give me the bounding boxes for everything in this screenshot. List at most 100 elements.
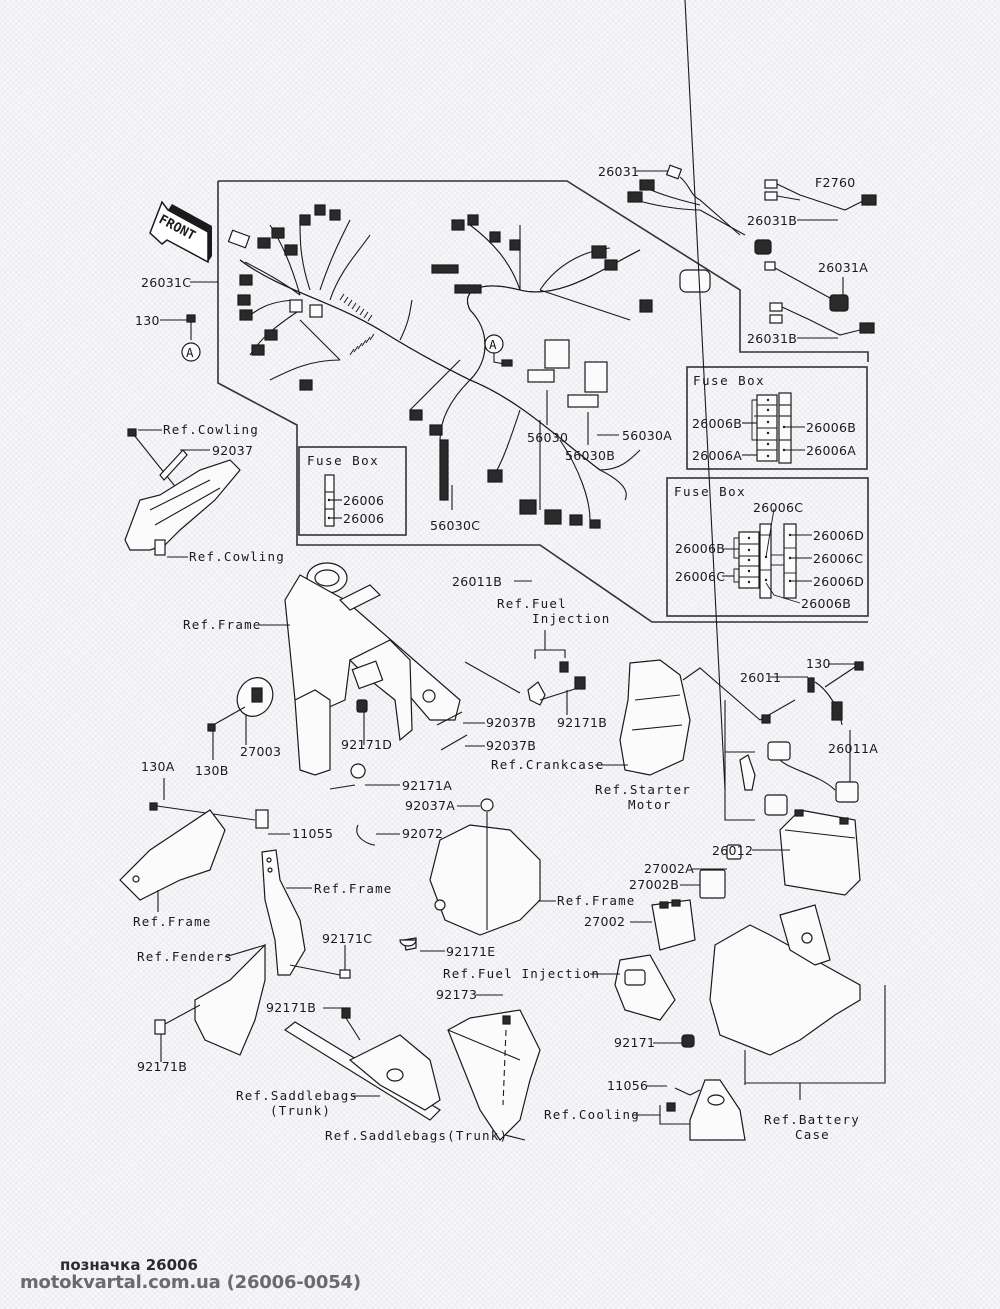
label-92037A: 92037A bbox=[405, 798, 455, 813]
label-26031B: 26031B bbox=[747, 213, 797, 228]
fuse-box-1-item: 26006 bbox=[343, 511, 384, 526]
harness-connectors bbox=[227, 204, 711, 529]
label-56030: 56030 bbox=[527, 430, 568, 445]
saddlebag-bracket bbox=[283, 1007, 441, 1121]
ref-crankcase: Ref.Crankcase bbox=[491, 757, 604, 772]
callout-marker-a-harness: A bbox=[484, 334, 513, 367]
ref-cowling: Ref.Cowling bbox=[189, 549, 285, 564]
label-26031C: 26031C bbox=[141, 275, 191, 290]
fuse-box-2-right-label: 26006B bbox=[806, 420, 856, 435]
label-56030A: 56030A bbox=[622, 428, 672, 443]
ref-frame: Ref.Frame bbox=[557, 893, 636, 908]
ref-saddlebags: (Trunk) bbox=[270, 1103, 331, 1118]
label-11055: 11055 bbox=[292, 826, 333, 841]
fuel-injection-holder bbox=[614, 954, 676, 1021]
fuse-box-2: Fuse Box 26006B 26006A 26006B 26006A bbox=[686, 366, 868, 470]
label-27003: 27003 bbox=[240, 744, 281, 759]
ecu-27002 bbox=[651, 844, 742, 951]
label-11056: 11056 bbox=[607, 1078, 648, 1093]
label-F2760: F2760 bbox=[815, 175, 856, 190]
sub-harness-26031B-top bbox=[764, 179, 877, 211]
fuse-box-2-left-label: 26006A bbox=[692, 448, 742, 463]
caption-site-watermark: motokvartal.com.ua (26006-0054) bbox=[20, 1272, 361, 1293]
callout-marker-a-label: A bbox=[489, 337, 498, 352]
label-26031B: 26031B bbox=[747, 331, 797, 346]
label-92171B: 92171B bbox=[137, 1059, 187, 1074]
crankcase-cover bbox=[619, 659, 796, 776]
label-26031: 26031 bbox=[598, 164, 639, 179]
label-26011A: 26011A bbox=[828, 741, 878, 756]
label-26011B: 26011B bbox=[452, 574, 502, 589]
fuse-box-3-right-label: 26006C bbox=[813, 551, 863, 566]
label-130: 130 bbox=[806, 656, 831, 671]
sub-harness-26031A bbox=[764, 261, 849, 312]
label-27002: 27002 bbox=[584, 914, 625, 929]
label-92171D: 92171D bbox=[341, 737, 392, 752]
fuse-box-1: Fuse Box 26006 26006 bbox=[298, 446, 407, 536]
label-26011: 26011 bbox=[740, 670, 781, 685]
label-92037B: 92037B bbox=[486, 715, 536, 730]
label-130B: 130B bbox=[195, 763, 229, 778]
bracket-27003 bbox=[207, 677, 274, 732]
leader-lines bbox=[138, 0, 855, 1141]
saddlebag-side-panel bbox=[447, 1009, 541, 1141]
label-92171B: 92171B bbox=[557, 715, 607, 730]
fuse-box-2-title: Fuse Box bbox=[693, 373, 765, 388]
fuse-box-2-left-label: 26006B bbox=[692, 416, 742, 431]
label-92171: 92171 bbox=[614, 1035, 655, 1050]
cowling-bracket bbox=[124, 428, 241, 556]
label-130A: 130A bbox=[141, 759, 175, 774]
label-92171A: 92171A bbox=[402, 778, 452, 793]
battery-tray bbox=[681, 904, 886, 1100]
label-27002B: 27002B bbox=[629, 877, 679, 892]
ref-frame: Ref.Frame bbox=[183, 617, 262, 632]
label-92037B: 92037B bbox=[486, 738, 536, 753]
label-92072: 92072 bbox=[402, 826, 443, 841]
ref-fuel-injection: Ref.Fuel bbox=[497, 596, 567, 611]
cable-26011 bbox=[807, 661, 864, 726]
ref-frame: Ref.Frame bbox=[314, 881, 393, 896]
fuse-box-1-title: Fuse Box bbox=[307, 453, 379, 468]
label-92171E: 92171E bbox=[446, 944, 495, 959]
label-92173: 92173 bbox=[436, 987, 477, 1002]
label-56030C: 56030C bbox=[430, 518, 480, 533]
harness-outline bbox=[217, 180, 869, 623]
fuse-box-3: Fuse Box 26006C 26006B 26006C bbox=[666, 477, 869, 617]
callout-marker-a: A bbox=[186, 345, 195, 360]
label-92171C: 92171C bbox=[322, 931, 372, 946]
label-130: 130 bbox=[135, 313, 160, 328]
fuse-box-2-right-label: 26006A bbox=[806, 443, 856, 458]
frame-cross-plate bbox=[399, 812, 541, 947]
fuse-box-3-left-label: 26006B bbox=[675, 541, 725, 556]
fender-panel bbox=[154, 943, 266, 1056]
fuse-box-1-item: 26006 bbox=[343, 493, 384, 508]
ref-fuel-injection: Injection bbox=[532, 611, 611, 626]
ref-battery-case: Case bbox=[795, 1127, 830, 1142]
ref-battery-case: Ref.Battery bbox=[764, 1112, 860, 1127]
ref-cooling: Ref.Cooling bbox=[544, 1107, 640, 1122]
reference-labels: Ref.Cowling Ref.Cowling Ref.Frame Ref.Fu… bbox=[133, 422, 860, 1143]
fuse-box-3-top-label: 26006C bbox=[753, 500, 803, 515]
cooling-reservoir bbox=[659, 1079, 746, 1141]
fuse-box-3-right-label: 26006D bbox=[813, 528, 864, 543]
ref-frame: Ref.Frame bbox=[133, 914, 212, 929]
frame-bracket-left bbox=[119, 809, 226, 901]
ref-cowling: Ref.Cowling bbox=[163, 422, 259, 437]
caption-part-reference: позначка 26006 bbox=[60, 1256, 198, 1274]
battery-26012 bbox=[779, 809, 861, 896]
ref-starter-motor: Motor bbox=[628, 797, 672, 812]
label-26031A: 26031A bbox=[818, 260, 868, 275]
starter-relay bbox=[724, 700, 859, 821]
ref-saddlebags: Ref.Saddlebags(Trunk) bbox=[325, 1128, 508, 1143]
fuel-injection-bracket bbox=[464, 649, 586, 706]
front-arrow-icon: FRONT bbox=[149, 200, 212, 264]
label-27002A: 27002A bbox=[644, 861, 694, 876]
frame bbox=[284, 562, 461, 776]
fuse-box-3-left-label: 26006C bbox=[675, 569, 725, 584]
ref-fuel-injection: Ref.Fuel Injection bbox=[443, 966, 600, 981]
ref-saddlebags: Ref.Saddlebags bbox=[236, 1088, 358, 1103]
part-labels: 26031 F2760 26031B 26031A 26031B 26031C … bbox=[135, 164, 878, 1093]
label-56030B: 56030B bbox=[565, 448, 615, 463]
ref-starter-motor: Ref.Starter bbox=[595, 782, 691, 797]
